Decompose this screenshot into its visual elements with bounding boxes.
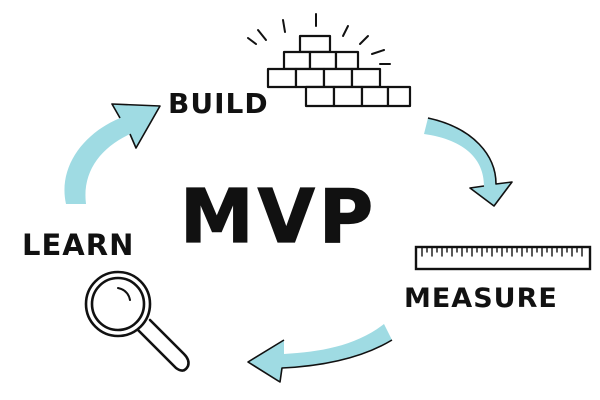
magnifying-glass-icon bbox=[84, 270, 190, 372]
brick-pyramid-icon bbox=[247, 13, 412, 108]
arrow-measure-to-learn bbox=[248, 324, 392, 382]
cycle-arrows bbox=[64, 103, 513, 383]
center-label-mvp: MVP bbox=[180, 174, 377, 260]
ruler-icon bbox=[414, 245, 592, 271]
sparkle-rays-icon bbox=[247, 13, 391, 65]
arrow-learn-to-build bbox=[64, 104, 160, 204]
step-label-learn: LEARN bbox=[22, 228, 134, 262]
step-label-measure: MEASURE bbox=[404, 283, 558, 314]
step-label-build: BUILD bbox=[168, 87, 269, 120]
arrow-build-to-measure bbox=[424, 118, 512, 206]
